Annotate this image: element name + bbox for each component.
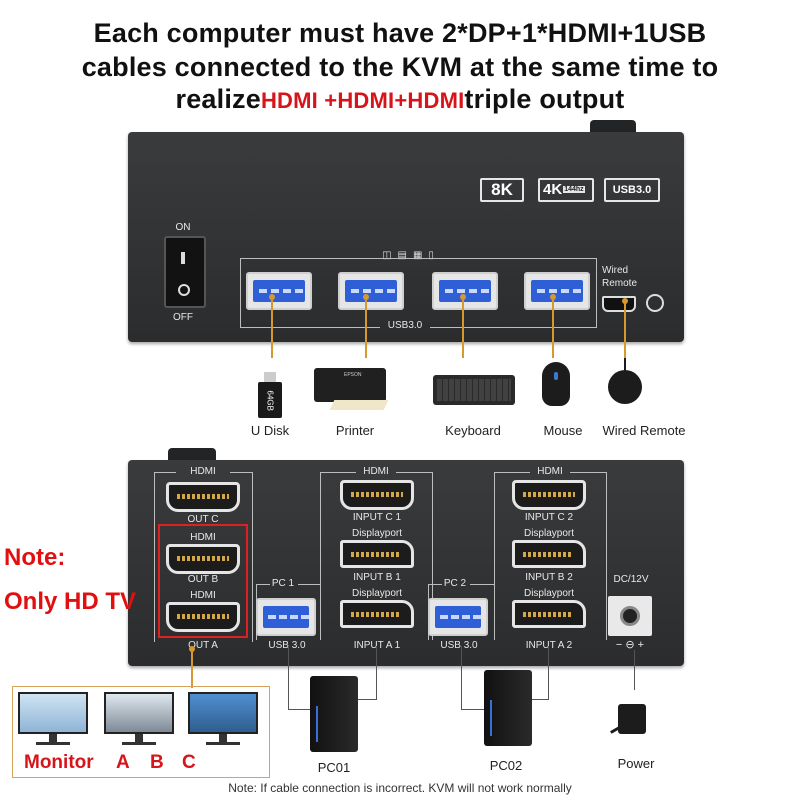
port-icons: ◫▤▦▯ <box>382 250 440 261</box>
wired-remote-port[interactable] <box>602 296 636 312</box>
monitor-a-label: A <box>116 752 130 773</box>
power-label: Power <box>617 756 655 771</box>
wired-remote-port-label: Wired Remote <box>602 265 638 289</box>
dp-input-b2[interactable] <box>512 540 586 568</box>
note-title: Note: <box>4 544 66 571</box>
input-c2-label: INPUT C 2 <box>524 512 574 523</box>
usb-group-label: USB3.0 <box>387 320 423 331</box>
out-c-label: OUT C <box>187 514 219 525</box>
footnote: Note: If cable connection is incorrect. … <box>228 781 572 795</box>
note-only-hd-tv: Only HD TV <box>4 588 137 615</box>
input-c1-label: INPUT C 1 <box>352 512 402 523</box>
hdmi-out-b[interactable] <box>166 544 240 574</box>
out-b-label: OUT B <box>187 574 219 585</box>
dp-input-b1[interactable] <box>340 540 414 568</box>
kvm-rear-bottom-panel: HDMI OUT C HDMI OUT B HDMI OUT A PC 1 HD… <box>128 460 684 666</box>
header-line-3-red: HDMI +HDMI+HDMI <box>260 88 465 113</box>
printer-brand: EPSON <box>344 372 362 378</box>
printer-icon: EPSON <box>314 364 389 410</box>
keyboard-icon <box>433 375 515 405</box>
badge-8k: 8K <box>480 178 524 202</box>
dp-input-a2[interactable] <box>512 600 586 628</box>
monitor-icon <box>18 692 88 750</box>
device-label-printer: Printer <box>335 423 375 438</box>
usb-pc2[interactable] <box>428 598 488 636</box>
pc2-dp-b-label: Displayport <box>523 528 575 539</box>
monitor-icon <box>188 692 258 750</box>
power-adapter-icon <box>618 704 646 734</box>
hd-tv-highlight-box <box>158 524 248 638</box>
input-b1-label: INPUT B 1 <box>353 572 401 583</box>
monitor-b-label: B <box>150 752 164 773</box>
usb-pc1-label: USB 3.0 <box>268 640 306 651</box>
usb-port-4[interactable] <box>524 272 590 310</box>
out-b-hdmi-label: HDMI <box>190 532 216 543</box>
pc02-label: PC02 <box>489 758 523 773</box>
usb-pc2-label: USB 3.0 <box>440 640 478 651</box>
pc1-hdmi-label: HDMI <box>363 466 389 477</box>
switch-on-label: ON <box>175 222 191 233</box>
dc-power-jack[interactable] <box>608 596 652 636</box>
pc01-label: PC01 <box>317 760 351 775</box>
pc1-dp-b-label: Displayport <box>351 528 403 539</box>
pc2-dp-a-label: Displayport <box>523 588 575 599</box>
hdmi-out-a[interactable] <box>166 602 240 632</box>
out-a-label: OUT A <box>188 640 218 651</box>
usb-drive-capacity: 64GB <box>265 390 275 411</box>
pc2-hdmi-label: HDMI <box>537 466 563 477</box>
badge-4k-label: 4K <box>543 181 563 198</box>
dp-input-a1[interactable] <box>340 600 414 628</box>
pc-tower-icon <box>310 676 358 752</box>
monitor-icon <box>104 692 174 750</box>
dc-polarity-icon: − ⊖ + <box>615 639 645 651</box>
header-line-3-suffix: triple output <box>464 84 625 114</box>
pc2-label: PC 2 <box>443 578 467 589</box>
out-hdmi-label: HDMI <box>190 466 216 477</box>
input-a2-label: INPUT A 2 <box>525 640 573 651</box>
mouse-icon <box>542 362 570 406</box>
device-label-mouse: Mouse <box>543 423 583 438</box>
header-line-1: Each computer must have 2*DP+1*HDMI+1USB <box>93 18 707 48</box>
hdmi-input-c2[interactable] <box>512 480 586 510</box>
wired-remote-icon <box>608 370 642 404</box>
header-line-3: realizeHDMI +HDMI+HDMItriple output <box>0 84 800 115</box>
usb-pc1[interactable] <box>256 598 316 636</box>
input-a1-label: INPUT A 1 <box>353 640 401 651</box>
header-line-3-prefix: realize <box>175 84 261 114</box>
badge-4k-sub: 144hz <box>563 186 585 194</box>
usb-port-1[interactable] <box>246 272 312 310</box>
switch-off-label: OFF <box>173 312 193 323</box>
usb-port-3[interactable] <box>432 272 498 310</box>
hdmi-out-c[interactable] <box>166 482 240 512</box>
pc-tower-icon <box>484 670 532 746</box>
dc-label: DC/12V <box>613 574 649 585</box>
device-label-wired-remote: Wired Remote <box>602 423 686 438</box>
pc1-dp-a-label: Displayport <box>351 588 403 599</box>
power-switch[interactable] <box>164 236 206 308</box>
monitor-label: Monitor <box>24 752 94 773</box>
usb-port-2[interactable] <box>338 272 404 310</box>
pc1-label: PC 1 <box>271 578 295 589</box>
monitor-group-box <box>12 686 270 778</box>
hdmi-input-c1[interactable] <box>340 480 414 510</box>
header-line-2: cables connected to the KVM at the same … <box>81 52 719 82</box>
badge-usb: USB3.0 <box>604 178 660 202</box>
device-label-keyboard: Keyboard <box>445 423 501 438</box>
out-a-hdmi-label: HDMI <box>190 590 216 601</box>
input-b2-label: INPUT B 2 <box>525 572 573 583</box>
remote-jack-icon <box>646 294 664 312</box>
device-label-udisk: U Disk <box>250 423 290 438</box>
usb-drive-icon: 64GB <box>258 372 282 418</box>
monitor-c-label: C <box>182 752 196 773</box>
